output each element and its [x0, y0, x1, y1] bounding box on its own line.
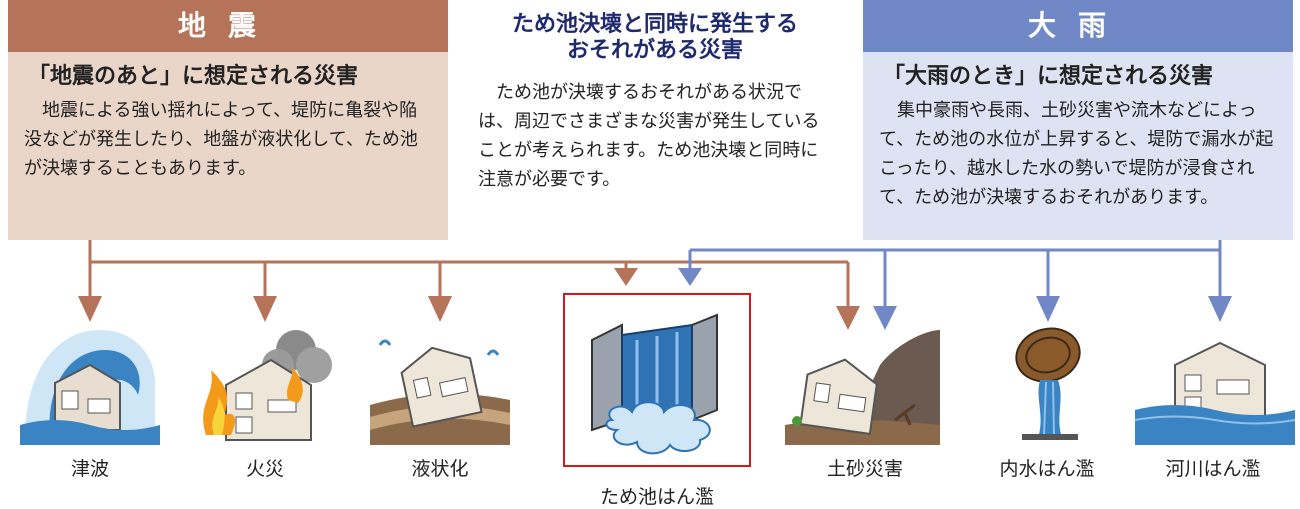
caption-reservoir-flood: ため池はん濫	[599, 486, 714, 508]
manhole-flood-icon	[1015, 327, 1081, 440]
center-description: ため池が決壊するおそれがある状況では、周辺でさまざまな災害が発生していることが考…	[478, 82, 820, 190]
earthquake-description: 地震による強い揺れによって、堤防に亀裂や陥没などが発生したり、地盤が液状化して、…	[24, 100, 418, 179]
highlight-frame	[563, 293, 751, 467]
caption-inland-flood: 内水はん濫	[999, 458, 1095, 480]
earthquake-panel: 地震 「地震のあと」に想定される災害 地震による強い揺れによって、堤防に亀裂や陥…	[8, 0, 448, 240]
center-title-line1: ため池決壊と同時に発生する	[511, 12, 798, 37]
center-title: ため池決壊と同時に発生する おそれがある災害	[470, 12, 840, 64]
landslide-house-icon	[785, 330, 940, 445]
river-flood-house-icon	[1135, 341, 1295, 445]
caption-landslide: 土砂災害	[826, 458, 903, 480]
caption-liquefaction: 液状化	[411, 458, 469, 480]
heavy-rain-description: 集中豪雨や長雨、土砂災害や流木などによって、ため池の水位が上昇すると、堤防で漏水…	[879, 100, 1274, 208]
tsunami-house-icon	[20, 330, 160, 445]
earthquake-connectors	[88, 240, 850, 306]
fire-house-icon	[203, 330, 332, 441]
center-title-line2: おそれがある災害	[566, 38, 743, 63]
dam-overflow-icon	[591, 313, 718, 455]
rain-connectors	[688, 240, 1222, 306]
heavy-rain-panel: 大雨 「大雨のとき」に想定される災害 集中豪雨や長雨、土砂災害や流木などによって…	[863, 0, 1293, 240]
earthquake-header: 地震	[8, 0, 448, 52]
heavy-rain-subtitle: 「大雨のとき」に想定される災害	[883, 64, 1214, 89]
earthquake-arrowheads	[78, 268, 860, 330]
caption-tsunami: 津波	[70, 458, 109, 480]
earthquake-subtitle: 「地震のあと」に想定される災害	[28, 64, 359, 89]
liquefaction-house-icon	[370, 339, 510, 445]
caption-river-flood: 河川はん濫	[1165, 458, 1261, 480]
heavy-rain-header: 大雨	[863, 0, 1293, 52]
rain-arrowheads	[678, 268, 1232, 330]
caption-fire: 火災	[245, 458, 284, 480]
